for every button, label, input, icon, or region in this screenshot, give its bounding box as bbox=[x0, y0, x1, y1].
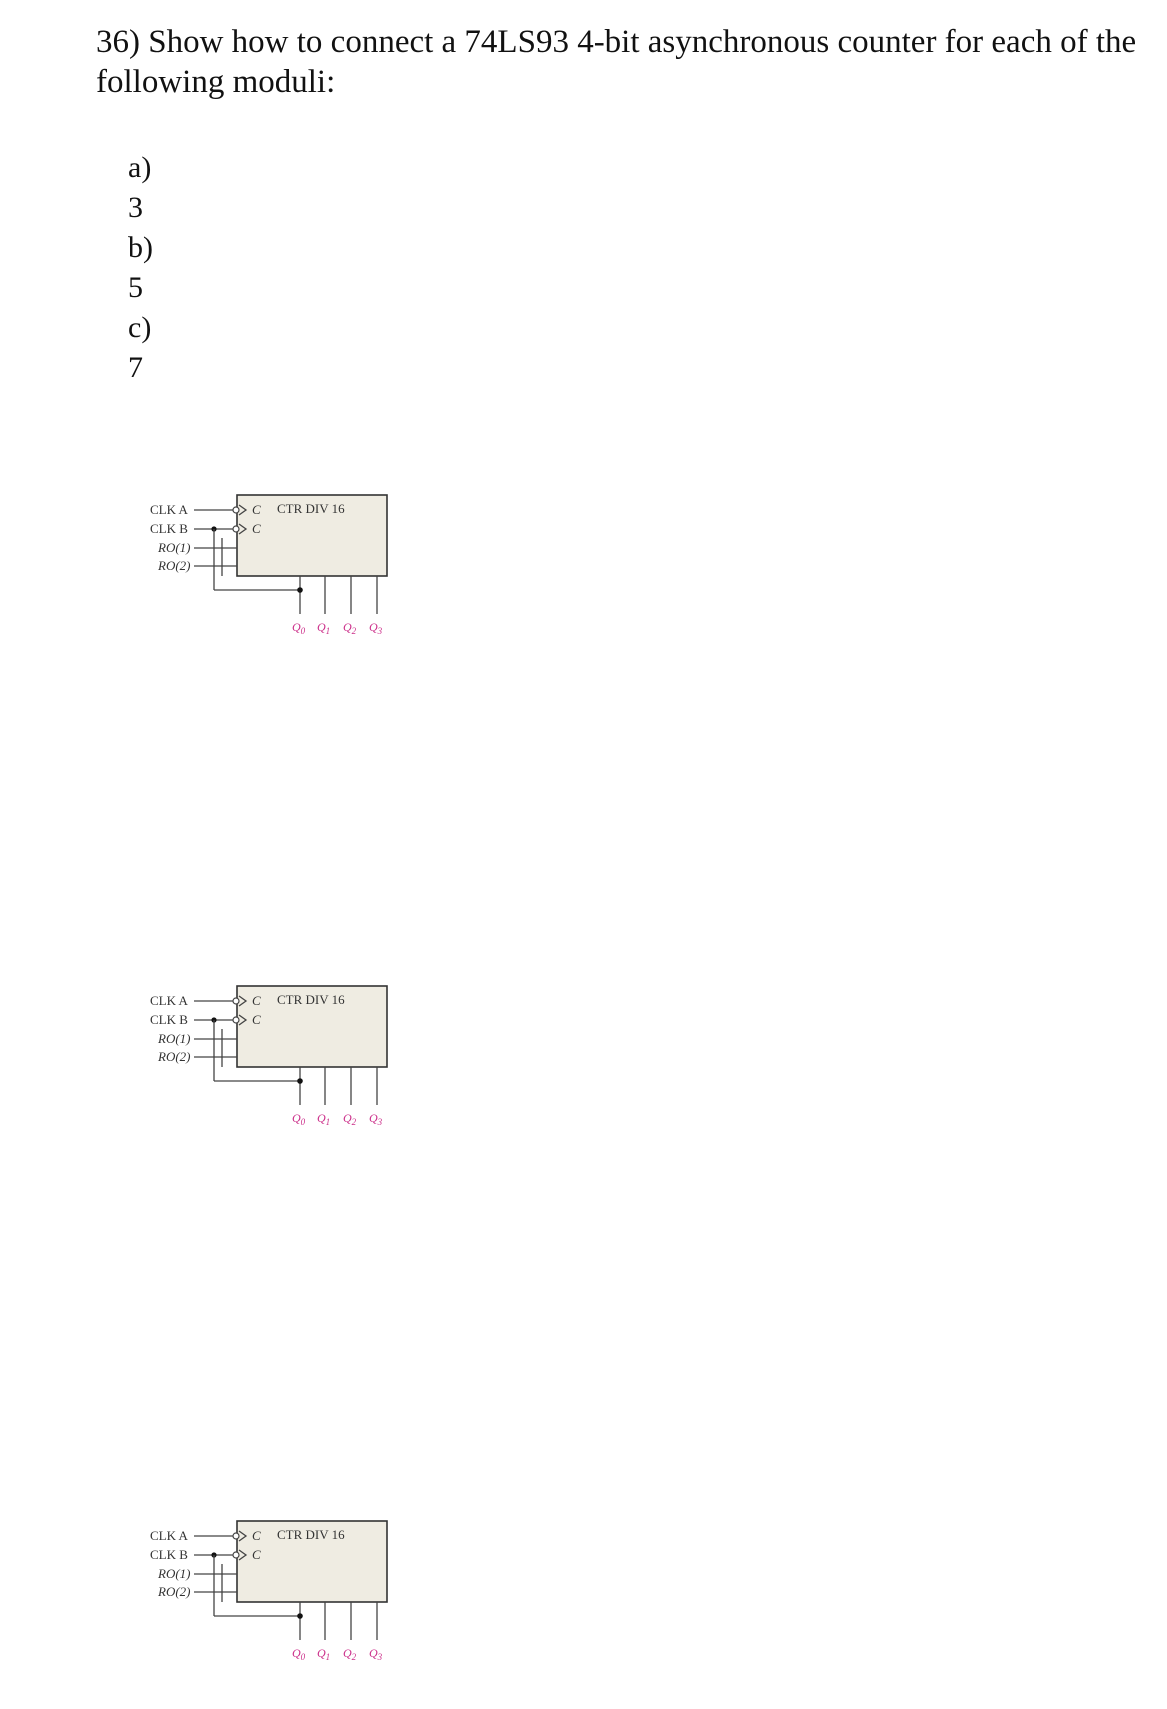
input-label-3: RO(1) bbox=[157, 540, 191, 555]
clk-a-bubble bbox=[232, 997, 240, 1005]
output-label-q3: Q3 bbox=[369, 620, 383, 636]
output-label-q0: Q0 bbox=[292, 1646, 306, 1662]
counter-svg-a: CTR DIV 16 CLK A CLK B RO(1) RO(2) CC Q0 Q1 Q2 Q3 bbox=[150, 494, 388, 636]
input-label-4: RO(2) bbox=[157, 558, 191, 573]
clk-a-triangle bbox=[238, 1530, 248, 1542]
clk-a-bubble bbox=[232, 1532, 240, 1540]
clk-a-triangle bbox=[238, 504, 248, 516]
input-label-1: CLK A bbox=[150, 1528, 189, 1543]
output-label-q2: Q2 bbox=[343, 620, 357, 636]
counter-block bbox=[236, 985, 388, 1068]
output-label-q2: Q2 bbox=[343, 1111, 357, 1127]
counter-svg-b: CTR DIV 16 CLK A CLK B RO(1) RO(2) CC Q0 Q1 Q2 Q3 bbox=[150, 985, 388, 1127]
output-label-q1: Q1 bbox=[317, 1111, 330, 1127]
option-c-letter: c) bbox=[128, 311, 152, 344]
counter-block bbox=[236, 1520, 388, 1603]
clk-a-c-label: C bbox=[252, 502, 261, 517]
clk-b-c-label: C bbox=[252, 1547, 261, 1562]
clk-a-c-label: C bbox=[252, 993, 261, 1008]
input-label-2: CLK B bbox=[150, 1012, 188, 1027]
output-label-q0: Q0 bbox=[292, 620, 306, 636]
counter-block bbox=[236, 494, 388, 577]
q0-junction bbox=[297, 1078, 303, 1084]
clk-b-bubble bbox=[232, 1551, 240, 1559]
counter-title: CTR DIV 16 bbox=[277, 1527, 345, 1542]
output-label-q3: Q3 bbox=[369, 1646, 383, 1662]
input-label-3: RO(1) bbox=[157, 1031, 191, 1046]
clk-b-triangle bbox=[238, 1014, 248, 1026]
option-a-value: 3 bbox=[128, 191, 143, 224]
output-label-q0: Q0 bbox=[292, 1111, 306, 1127]
option-c-value: 7 bbox=[128, 351, 143, 384]
clk-b-c-label: C bbox=[252, 1012, 261, 1027]
clk-b-c-label: C bbox=[252, 521, 261, 536]
output-label-q2: Q2 bbox=[343, 1646, 357, 1662]
option-b-letter: b) bbox=[128, 231, 153, 264]
option-b-value: 5 bbox=[128, 271, 143, 304]
clk-a-bubble bbox=[232, 506, 240, 514]
q0-junction bbox=[297, 1613, 303, 1619]
clk-a-triangle bbox=[238, 995, 248, 1007]
clk-b-triangle bbox=[238, 523, 248, 535]
clk-b-bubble bbox=[232, 1016, 240, 1024]
q0-junction bbox=[297, 587, 303, 593]
input-label-4: RO(2) bbox=[157, 1584, 191, 1599]
counter-svg-c: CTR DIV 16 CLK A CLK B RO(1) RO(2) CC Q0 Q1 Q2 Q3 bbox=[150, 1520, 388, 1662]
counter-title: CTR DIV 16 bbox=[277, 501, 345, 516]
option-a-letter: a) bbox=[128, 151, 152, 184]
output-label-q3: Q3 bbox=[369, 1111, 383, 1127]
clk-b-triangle bbox=[238, 1549, 248, 1561]
answer-options: a) 3 b) 5 c) 7 bbox=[128, 148, 153, 388]
input-label-3: RO(1) bbox=[157, 1566, 191, 1581]
output-label-q1: Q1 bbox=[317, 1646, 330, 1662]
counter-title: CTR DIV 16 bbox=[277, 992, 345, 1007]
input-label-2: CLK B bbox=[150, 521, 188, 536]
input-label-4: RO(2) bbox=[157, 1049, 191, 1064]
input-label-1: CLK A bbox=[150, 502, 189, 517]
input-label-1: CLK A bbox=[150, 993, 189, 1008]
input-label-2: CLK B bbox=[150, 1547, 188, 1562]
output-label-q1: Q1 bbox=[317, 620, 330, 636]
clk-a-c-label: C bbox=[252, 1528, 261, 1543]
clk-b-bubble bbox=[232, 525, 240, 533]
question-text: 36) Show how to connect a 74LS93 4-bit a… bbox=[96, 24, 1137, 100]
